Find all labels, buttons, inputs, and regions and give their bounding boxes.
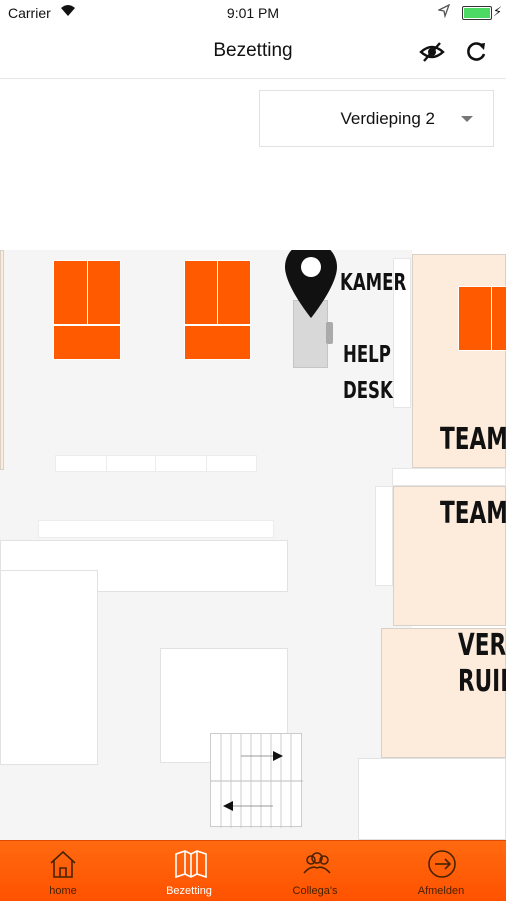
room-label-teamroom: TEAMR xyxy=(440,422,506,457)
bench xyxy=(155,455,207,472)
desk[interactable] xyxy=(217,260,251,325)
refresh-icon[interactable] xyxy=(462,38,490,66)
wall-segment xyxy=(375,486,393,586)
tab-bezetting[interactable]: Bezetting xyxy=(126,841,252,901)
map-icon xyxy=(175,850,207,879)
battery-icon xyxy=(462,6,492,20)
room-label-desk: DESK xyxy=(343,378,393,404)
staircase xyxy=(210,733,303,828)
floor-map[interactable]: KAMER HELP DESK TEAMR TEAMR VERG RUIM xyxy=(0,250,506,840)
desk[interactable] xyxy=(184,260,218,325)
tab-collegas[interactable]: Collega's xyxy=(252,841,378,901)
teamroom[interactable] xyxy=(393,486,506,626)
tab-label: Afmelden xyxy=(417,885,465,897)
location-arrow-icon xyxy=(437,3,451,21)
meeting-room[interactable] xyxy=(381,628,506,758)
wifi-icon xyxy=(60,3,76,20)
tab-label: Collega's xyxy=(292,885,338,897)
clock: 9:01 PM xyxy=(226,5,280,21)
bench xyxy=(106,455,156,472)
colleagues-icon xyxy=(303,852,331,874)
wall-segment xyxy=(393,258,411,408)
room-label-teamroom: TEAMR xyxy=(440,496,506,531)
tab-label: home xyxy=(49,885,77,897)
page-title: Bezetting xyxy=(213,40,293,61)
bench xyxy=(206,455,257,472)
desk[interactable] xyxy=(87,260,121,325)
room-label-kamer: KAMER xyxy=(340,270,407,296)
tab-bar: home Bezetting Collega's Afmelden xyxy=(0,840,506,901)
desk[interactable] xyxy=(53,325,121,360)
status-bar: Carrier 9:01 PM ⚡ xyxy=(0,0,506,26)
structure xyxy=(358,758,506,840)
counter xyxy=(38,520,274,538)
tab-afmelden[interactable]: Afmelden xyxy=(378,841,504,901)
eye-slash-icon[interactable] xyxy=(418,38,446,66)
chevron-down-icon xyxy=(461,116,473,122)
charging-icon: ⚡ xyxy=(493,4,503,19)
room-label-meeting: RUIM xyxy=(458,664,506,699)
desk[interactable] xyxy=(53,260,88,325)
tab-home[interactable]: home xyxy=(0,841,126,901)
desk[interactable] xyxy=(184,325,251,360)
tab-label: Bezetting xyxy=(166,885,212,897)
room-label-meeting: VERG xyxy=(458,628,506,663)
floor-select-value: Verdieping 2 xyxy=(340,109,435,128)
structure xyxy=(0,570,98,765)
nav-bar: Bezetting xyxy=(0,26,506,79)
desk[interactable] xyxy=(491,286,506,351)
carrier-label: Carrier xyxy=(8,5,51,21)
structure xyxy=(0,765,210,840)
help-desk-chair xyxy=(326,322,333,344)
logout-icon xyxy=(428,850,456,878)
room-label-help: HELP xyxy=(343,342,391,368)
wall-segment xyxy=(392,468,506,486)
left-edge-room xyxy=(0,250,4,470)
floor-select[interactable]: Verdieping 2 xyxy=(259,90,494,147)
location-pin-icon[interactable] xyxy=(282,250,340,320)
home-icon xyxy=(50,850,76,878)
bench xyxy=(55,455,107,472)
desk[interactable] xyxy=(458,286,492,351)
